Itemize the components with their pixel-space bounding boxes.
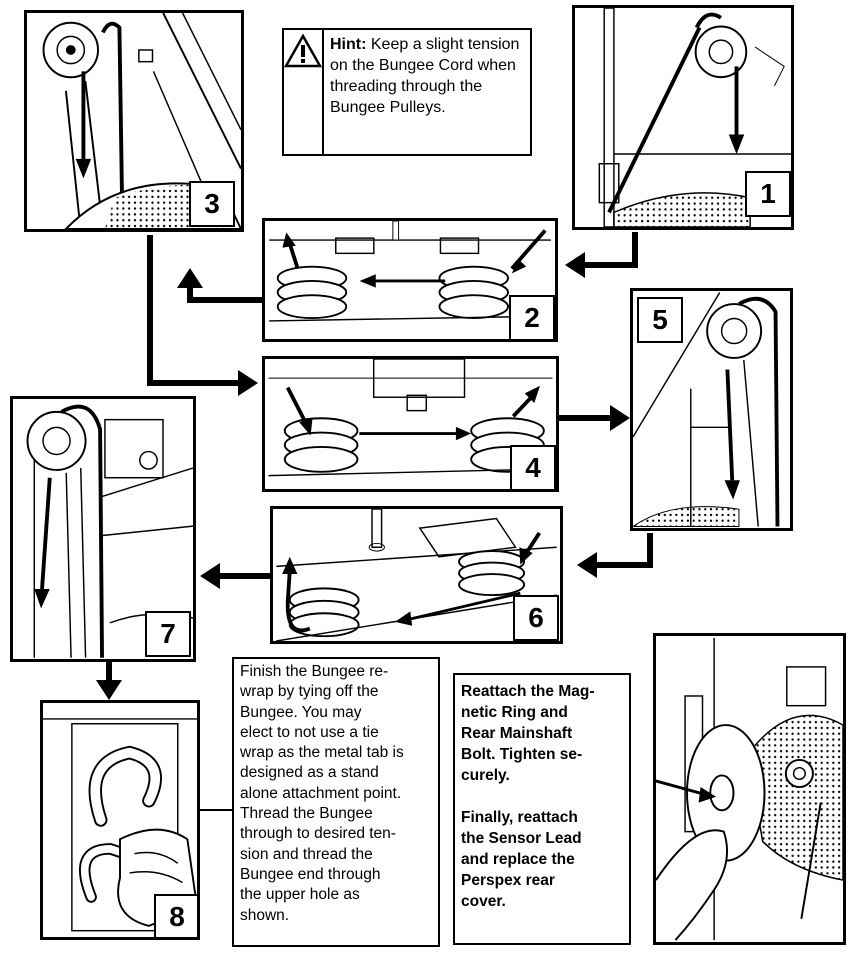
arrow-7-to-8 (96, 680, 122, 700)
step-3-photo: 3 (24, 10, 244, 232)
step-2-photo: 2 (262, 218, 558, 342)
step-number-7: 7 (145, 611, 191, 657)
reattach-paragraph-1: Reattach the Mag- netic Ring and Rear Ma… (461, 683, 595, 784)
step-number-3: 3 (189, 181, 235, 227)
reattach-note: Reattach the Mag- netic Ring and Rear Ma… (453, 673, 631, 945)
step-8-photo: 8 (40, 700, 200, 940)
step-2-drawing (269, 221, 551, 322)
step-1-drawing (598, 8, 791, 227)
arrow-2-to-3 (177, 268, 203, 288)
arrow-6-to-7 (200, 563, 220, 589)
hint-label: Hint: (330, 36, 367, 53)
arrow-5-to-6 (577, 552, 597, 578)
finish-bungee-note: Finish the Bungee re- wrap by tying off … (232, 657, 440, 947)
step-number-2: 2 (509, 295, 555, 339)
step-7-drawing (26, 404, 193, 658)
magnetic-ring-drawing (656, 637, 843, 941)
arrow-4-to-5 (610, 405, 630, 431)
finish-bungee-text: Finish the Bungee re- wrap by tying off … (240, 663, 404, 924)
step-number-1: 1 (745, 171, 791, 217)
step-6-drawing (276, 509, 557, 641)
step-number-5: 5 (637, 297, 683, 343)
step-number-6: 6 (513, 595, 559, 641)
step-number-4: 4 (510, 445, 556, 489)
step-1-photo: 1 (572, 5, 794, 230)
hint-text: Hint: Keep a slight tension on the Bunge… (324, 30, 530, 154)
step-5-photo: 5 (630, 288, 793, 531)
arrow-3-to-4 (238, 370, 258, 396)
reattach-paragraph-2: Finally, reattach the Sensor Lead and re… (461, 809, 582, 910)
step-number-8: 8 (154, 894, 197, 937)
step-4-photo: 4 (262, 356, 559, 492)
warning-triangle-icon (284, 30, 324, 154)
hint-body: Keep a slight tension on the Bungee Cord… (330, 36, 520, 116)
magnetic-ring-photo (653, 633, 846, 945)
arrow-1-to-2 (565, 252, 585, 278)
step-5-drawing (633, 292, 780, 528)
step-6-photo: 6 (270, 506, 563, 644)
step-7-photo: 7 (10, 396, 196, 662)
hint-box: Hint: Keep a slight tension on the Bunge… (282, 28, 532, 156)
